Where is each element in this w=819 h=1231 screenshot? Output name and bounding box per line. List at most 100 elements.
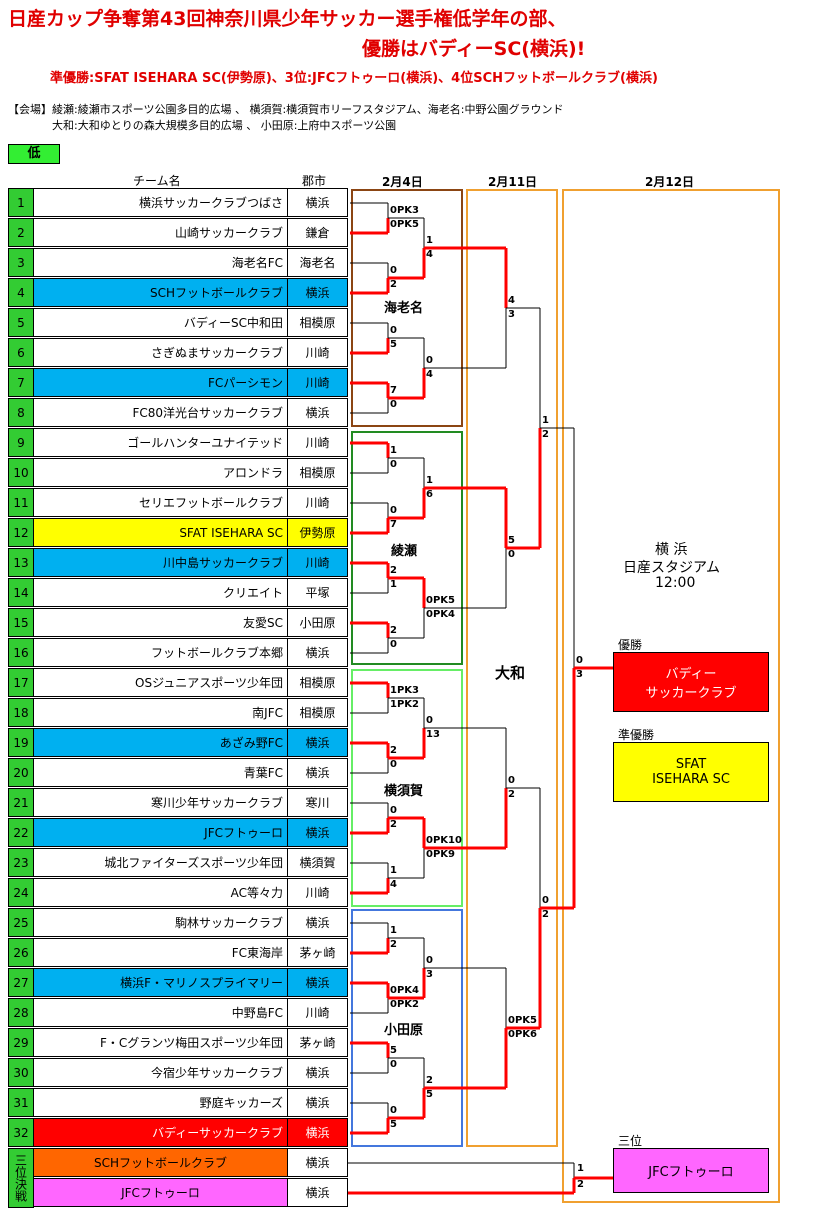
team-name: バディーサッカークラブ	[34, 1118, 288, 1147]
team-number: 20	[8, 758, 34, 787]
team-number: 24	[8, 878, 34, 907]
team-city: 横浜	[288, 728, 348, 757]
r1-score: 0	[390, 399, 397, 410]
r1-score: 0	[390, 325, 397, 336]
header-day-3: 2月12日	[645, 175, 695, 189]
r1-score: 2	[390, 279, 397, 290]
team-name: クリエイト	[34, 578, 288, 607]
team-name: あざみ野FC	[34, 728, 288, 757]
team-name: 川中島サッカークラブ	[34, 548, 288, 577]
third-name: JFCフトゥーロ	[648, 1165, 734, 1180]
third-place-city-1: 横浜	[288, 1148, 348, 1177]
winner-box: バディー サッカークラブ	[613, 652, 769, 712]
team-city: 相模原	[288, 698, 348, 727]
team-name: 城北ファイターズスポーツ少年団	[34, 848, 288, 877]
team-city: 海老名	[288, 248, 348, 277]
r3-score: 0	[508, 775, 515, 786]
r4-score: 0	[542, 895, 549, 906]
r4-score: 2	[542, 909, 549, 920]
team-name: FC80洋光台サッカークラブ	[34, 398, 288, 427]
team-city: 横浜	[288, 818, 348, 847]
venue-box-final	[562, 189, 780, 1203]
team-city: 横浜	[288, 278, 348, 307]
third-box: JFCフトゥーロ	[613, 1148, 769, 1193]
team-name: OSジュニアスポーツ少年団	[34, 668, 288, 697]
team-name: 野庭キッカーズ	[34, 1088, 288, 1117]
title-line-1: 日産カップ争奪第43回神奈川県少年サッカー選手権低学年の部、	[8, 8, 567, 30]
team-number: 31	[8, 1088, 34, 1117]
r2-score: 6	[426, 489, 433, 500]
team-city: 茅ヶ崎	[288, 1028, 348, 1057]
r2-score: 0PK4	[426, 609, 455, 620]
venue-final-1: 横 浜	[655, 542, 688, 558]
team-city: 川崎	[288, 428, 348, 457]
team-number: 3	[8, 248, 34, 277]
r1-score: 0PK3	[390, 205, 419, 216]
team-name: F・Cグランツ梅田スポーツ少年団	[34, 1028, 288, 1057]
team-number: 23	[8, 848, 34, 877]
team-city: 川崎	[288, 548, 348, 577]
team-city: 横須賀	[288, 848, 348, 877]
team-number: 7	[8, 368, 34, 397]
venue-box-yokosuka	[351, 669, 463, 907]
r1-score: 5	[390, 1119, 397, 1130]
r1-score: 1PK2	[390, 699, 419, 710]
r1-score: 0	[390, 1059, 397, 1070]
r2-score: 4	[426, 249, 433, 260]
title-line-3: 準優勝:SFAT ISEHARA SC(伊勢原)、3位:JFCフトゥーロ(横浜)…	[50, 71, 658, 86]
r1-score: 0	[390, 505, 397, 516]
team-city: 横浜	[288, 638, 348, 667]
team-city: 川崎	[288, 488, 348, 517]
r1-score: 0PK5	[390, 219, 419, 230]
team-city: 横浜	[288, 1118, 348, 1147]
r1-score: 2	[390, 565, 397, 576]
r4-score: 1	[542, 415, 549, 426]
team-number: 28	[8, 998, 34, 1027]
team-number: 12	[8, 518, 34, 547]
team-city: 横浜	[288, 188, 348, 217]
runner-up-name-1: SFAT	[675, 757, 707, 772]
r2-score: 0PK10	[426, 835, 462, 846]
r1-score: 2	[390, 625, 397, 636]
team-city: 横浜	[288, 908, 348, 937]
r1-score: 0	[390, 1105, 397, 1116]
team-name: バディーSC中和田	[34, 308, 288, 337]
team-name: FC東海岸	[34, 938, 288, 967]
r1-score: 0	[390, 805, 397, 816]
r1-score: 1	[390, 925, 397, 936]
team-number: 27	[8, 968, 34, 997]
winner-name-1: バディー	[665, 667, 717, 682]
r1-score: 0	[390, 265, 397, 276]
team-name: ゴールハンターユナイテッド	[34, 428, 288, 457]
team-name: 今宿少年サッカークラブ	[34, 1058, 288, 1087]
runner-up-box: SFAT ISEHARA SC	[613, 742, 769, 802]
r1-score: 0	[390, 759, 397, 770]
team-name: SCHフットボールクラブ	[34, 278, 288, 307]
r1-score: 1	[390, 445, 397, 456]
r4-score: 2	[542, 429, 549, 440]
team-name: 寒川少年サッカークラブ	[34, 788, 288, 817]
header-city: 郡市	[302, 174, 327, 188]
third-place-team-2: JFCフトゥーロ	[34, 1178, 288, 1207]
title-line-2: 優勝はバディーSC(横浜)!	[362, 38, 586, 60]
r2-score: 0	[426, 355, 433, 366]
team-name: 海老名FC	[34, 248, 288, 277]
team-city: 鎌倉	[288, 218, 348, 247]
team-city: 横浜	[288, 968, 348, 997]
team-number: 19	[8, 728, 34, 757]
third-place-row-1: SCHフットボールクラブ 横浜	[8, 1148, 348, 1178]
team-number: 6	[8, 338, 34, 367]
team-number: 10	[8, 458, 34, 487]
